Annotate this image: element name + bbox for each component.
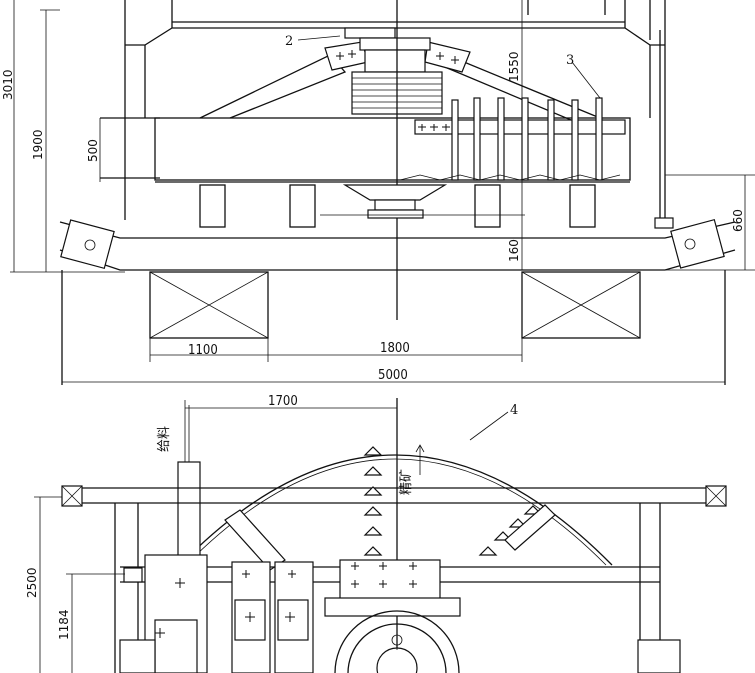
- part-label-2: 2: [285, 34, 293, 49]
- rake-assembly: [399, 97, 626, 181]
- dim-1700: 1700: [268, 394, 298, 409]
- dim-660: 660: [731, 209, 745, 232]
- dim-1550: 1550: [507, 51, 521, 82]
- foundation-left: [149, 271, 269, 339]
- dim-1900: 1900: [31, 129, 45, 160]
- dim-2500: 2500: [25, 567, 39, 598]
- drive-wheel: [334, 610, 460, 673]
- dim-1100: 1100: [188, 343, 218, 358]
- dim-5000: 5000: [378, 368, 408, 383]
- dim-500: 500: [86, 139, 100, 162]
- foundation-right: [521, 271, 641, 339]
- bottom-view: 1700 4 2500 1184 给料 精矿: [25, 394, 727, 673]
- concentrate-label: 精矿: [399, 469, 414, 495]
- part-label-3: 3: [566, 53, 574, 68]
- feed-label: 给料: [157, 426, 172, 452]
- dim-3010: 3010: [1, 69, 15, 100]
- dim-1800: 1800: [380, 341, 410, 356]
- part-label-4: 4: [510, 403, 518, 418]
- dim-1184: 1184: [57, 609, 71, 640]
- dim-160: 160: [507, 239, 521, 262]
- top-view: 3010 1900 500 1550 160 660 1100 1800 500…: [1, 0, 755, 385]
